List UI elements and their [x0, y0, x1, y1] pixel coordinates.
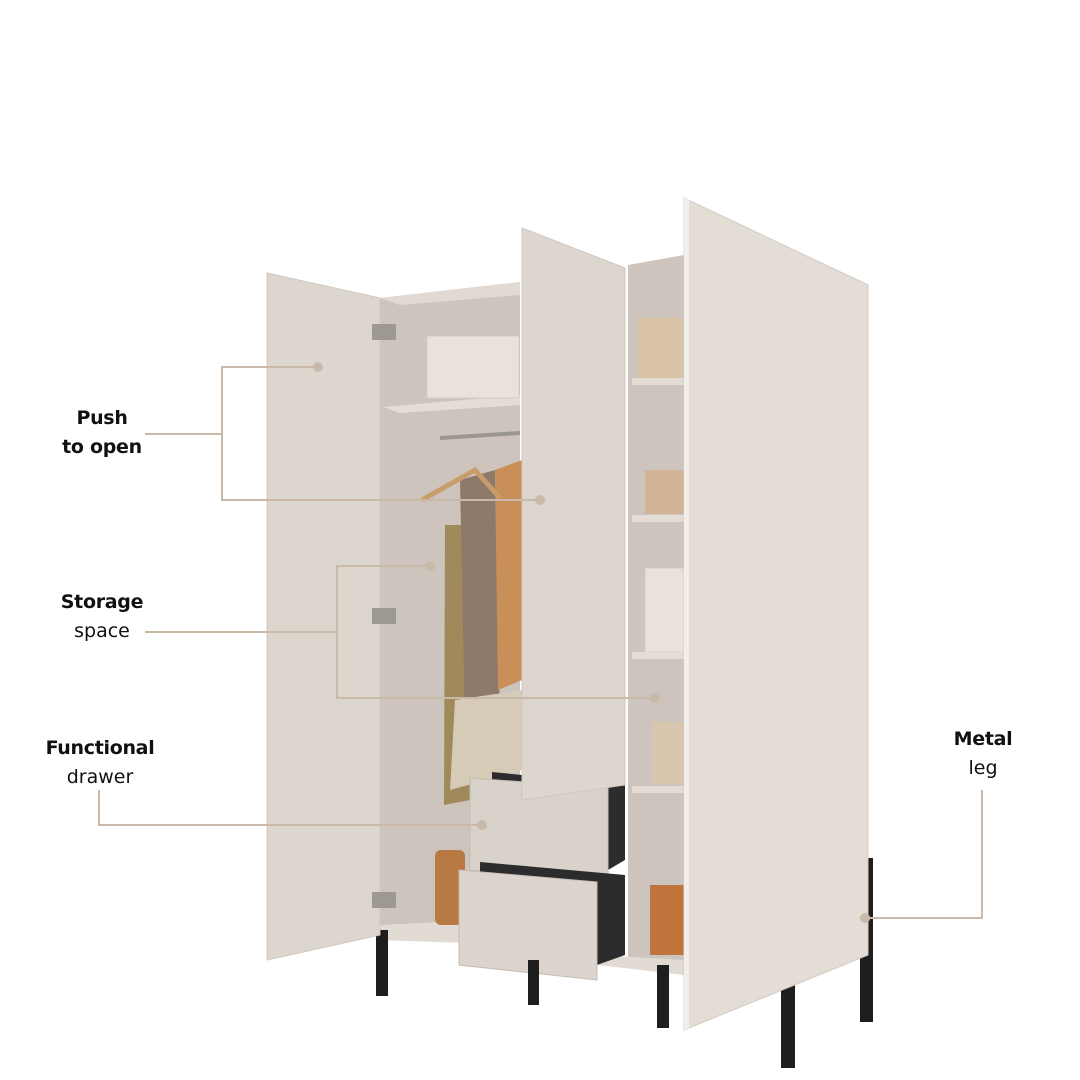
callout-subtitle: space: [74, 620, 130, 642]
folded-clothes-lower: [652, 722, 684, 784]
callout-push-to-open: Push to open: [22, 404, 182, 462]
callout-lines: [98, 366, 983, 919]
upper-shelf: [383, 395, 520, 413]
shoes: [650, 885, 684, 955]
left-door: [266, 272, 381, 961]
metal-leg: [528, 960, 539, 1005]
knit-garment: [460, 470, 500, 730]
callout-functional-drawer: Functional drawer: [20, 734, 180, 792]
callout-metal-leg: Metal leg: [903, 725, 1063, 783]
metal-leg: [376, 930, 388, 996]
hanger: [420, 466, 502, 503]
storage-box: [426, 335, 520, 399]
folded-clothes-top: [638, 318, 684, 378]
handbag: [435, 850, 465, 925]
callout-dots: [313, 362, 870, 923]
right-door-edge: [684, 198, 689, 1030]
storage-box-right: [644, 567, 685, 653]
folded-clothes-middle: [645, 470, 684, 514]
shelf-1: [632, 378, 684, 385]
callout-storage-space: Storage space: [22, 588, 182, 646]
drawer-front-lower: [458, 869, 598, 981]
shelf-3: [632, 652, 684, 659]
hinge: [372, 892, 396, 908]
middle-door: [521, 227, 626, 801]
striped-skirt: [450, 690, 522, 790]
callout-subtitle: drawer: [66, 766, 134, 788]
callout-title: Push: [76, 407, 128, 429]
metal-leg: [657, 965, 669, 1028]
callout-subtitle: to open: [62, 436, 142, 458]
hinge: [372, 608, 396, 624]
right-door: [683, 197, 869, 1031]
tan-jacket: [495, 460, 522, 690]
hanging-rail: [439, 431, 521, 440]
callout-subtitle: leg: [968, 757, 998, 779]
callout-title: Functional: [45, 737, 155, 759]
shelf-4: [632, 786, 684, 793]
callout-title: Storage: [60, 591, 144, 613]
callout-title: Metal: [953, 728, 1013, 750]
hinge: [372, 324, 396, 340]
shelf-2: [632, 515, 684, 522]
top-shelf-panel: [380, 282, 520, 305]
